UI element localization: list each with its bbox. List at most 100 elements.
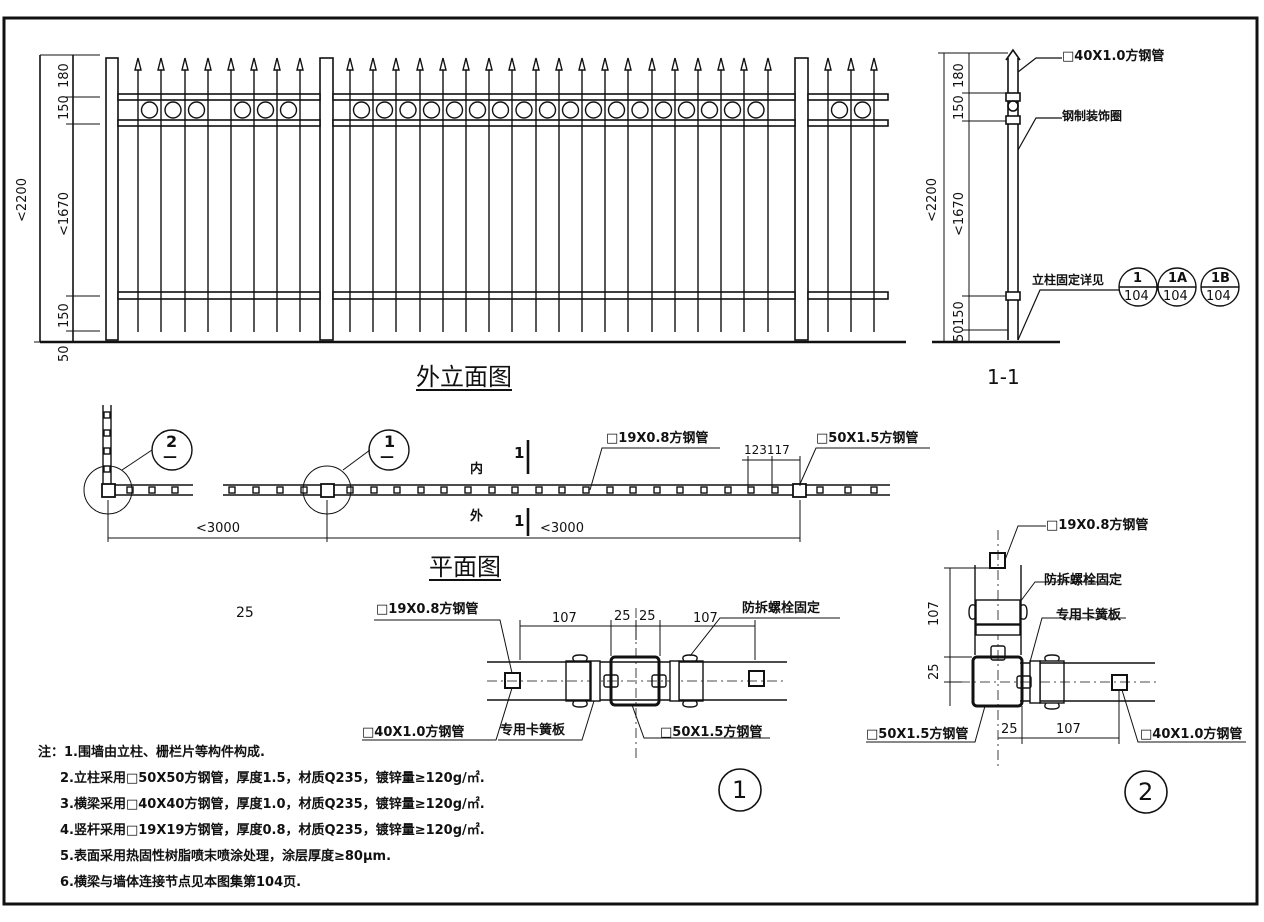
plan-picket: [393, 486, 401, 494]
section-ref-1-bottom: 104: [1124, 289, 1149, 304]
decor-ring: [677, 101, 696, 119]
plan-callout-2-bottom: —: [163, 449, 177, 465]
picket-tip: [346, 57, 354, 71]
decor-ring: [491, 101, 510, 119]
detail2-clip-label: 专用卡簧板: [1056, 608, 1122, 623]
plan-picket: [103, 447, 111, 455]
detail2-number: 2: [1138, 778, 1154, 806]
section-title: 1-1: [987, 365, 1020, 389]
plan-picket: [511, 486, 519, 494]
plan-picket: [724, 486, 732, 494]
picket-tip: [416, 57, 424, 71]
decor-ring: [631, 101, 649, 119]
detail1-clip-label: 专用卡簧板: [500, 723, 566, 738]
post-mid: [319, 57, 334, 341]
plan-section-mark-top: 1: [514, 444, 525, 462]
decor-ring: [561, 101, 580, 119]
plan-picket: [103, 411, 111, 419]
note-4: 4.竖杆采用□19X19方钢管，厚度0.8，材质Q235，镀锌量≥120g/㎡.: [60, 823, 485, 838]
rail-1-1: [332, 119, 796, 127]
picket-tip: [250, 57, 258, 71]
plan-picket: [252, 486, 260, 494]
plan-picket: [103, 465, 111, 473]
picket-tip: [157, 57, 165, 71]
plan-callout-1-bottom: —: [380, 449, 394, 465]
plan-picket: [535, 486, 543, 494]
plan-picket: [148, 486, 156, 494]
decor-ring: [187, 101, 206, 119]
detail2-dim-v2: 25: [927, 663, 942, 680]
plan-callout-2-top: 2: [166, 432, 178, 451]
plan-pickets: [103, 411, 878, 494]
plan-picket: [700, 486, 708, 494]
plan-picket: [606, 486, 614, 494]
decor-ring: [140, 101, 159, 119]
note-1: 注：1.围墙由立柱、栅栏片等构件构成.: [38, 745, 265, 760]
elev-dim-total: <2200: [15, 178, 30, 222]
section-ring-label: 钢制装饰圈: [1062, 109, 1123, 123]
section-dim-base: 50: [952, 325, 967, 342]
section-ref-1b-bottom: 104: [1206, 289, 1231, 304]
decor-ring: [256, 101, 275, 119]
plan-picket: [103, 429, 111, 437]
plan-picket: [653, 486, 661, 494]
decor-ring: [164, 101, 182, 119]
section-drawing: [932, 48, 1240, 344]
plan-picket: [126, 486, 134, 494]
rail-1-2: [332, 291, 796, 300]
elevation-title: 外立面图: [416, 363, 512, 391]
decor-ring: [352, 101, 371, 119]
detail1-dim-1: 107: [552, 611, 577, 626]
decor-ring: [584, 101, 603, 119]
section-dim-top: 180: [952, 63, 967, 88]
plan-picket: [276, 486, 284, 494]
section-dim-bottom-rail: 150: [952, 301, 967, 326]
picket-tip: [717, 57, 725, 71]
decor-ring: [375, 101, 394, 119]
elev-dim-top: 180: [57, 63, 72, 88]
rail-1-0: [332, 93, 796, 101]
decor-ring: [422, 101, 441, 119]
picket-tip: [870, 57, 878, 71]
plan-picket: [488, 486, 496, 494]
plan-span-1: <3000: [196, 521, 240, 536]
detail1-bolt-label: 防拆螺栓固定: [742, 601, 821, 616]
picket-tip: [392, 57, 400, 71]
elev-dim-rail-gap: 150: [57, 95, 72, 120]
picket-tip: [296, 57, 304, 71]
plan-inner-label: 内: [470, 462, 484, 477]
decor-ring: [830, 101, 849, 119]
section-dim-rail-gap: 150: [952, 95, 967, 120]
picket-tip: [555, 57, 563, 71]
decor-ring: [515, 101, 533, 119]
picket-tip: [824, 57, 832, 71]
picket-tip: [740, 57, 748, 71]
rail-2-2: [807, 291, 889, 300]
elev-dim-bottom-rail: 150: [57, 303, 72, 328]
picket-tip: [847, 57, 855, 71]
section-dim-total: <2200: [925, 178, 940, 222]
plan-picket: [747, 486, 755, 494]
plan-picket: [629, 486, 637, 494]
elev-dim-base: 50: [57, 345, 72, 362]
picket-tip: [694, 57, 702, 71]
detail1-number: 1: [732, 776, 748, 804]
detail1-drawing: [362, 608, 840, 812]
post-right: [794, 57, 809, 341]
picket-tip: [508, 57, 516, 71]
decor-ring: [399, 101, 417, 119]
plan-picket: [816, 486, 824, 494]
section-post-label: □40X1.0方钢管: [1062, 49, 1165, 64]
decor-ring: [654, 101, 673, 119]
picket-tip: [624, 57, 632, 71]
rail-2-1: [807, 119, 889, 127]
decor-ring: [538, 101, 557, 119]
detail1-dim-3: 25: [639, 609, 656, 624]
detail1-post-label: □50X1.5方钢管: [660, 725, 763, 740]
plan-picket: [844, 486, 852, 494]
sheet-border: [2, 16, 1259, 906]
section-ref-1a-bottom: 104: [1163, 289, 1188, 304]
picket-tip: [485, 57, 493, 71]
